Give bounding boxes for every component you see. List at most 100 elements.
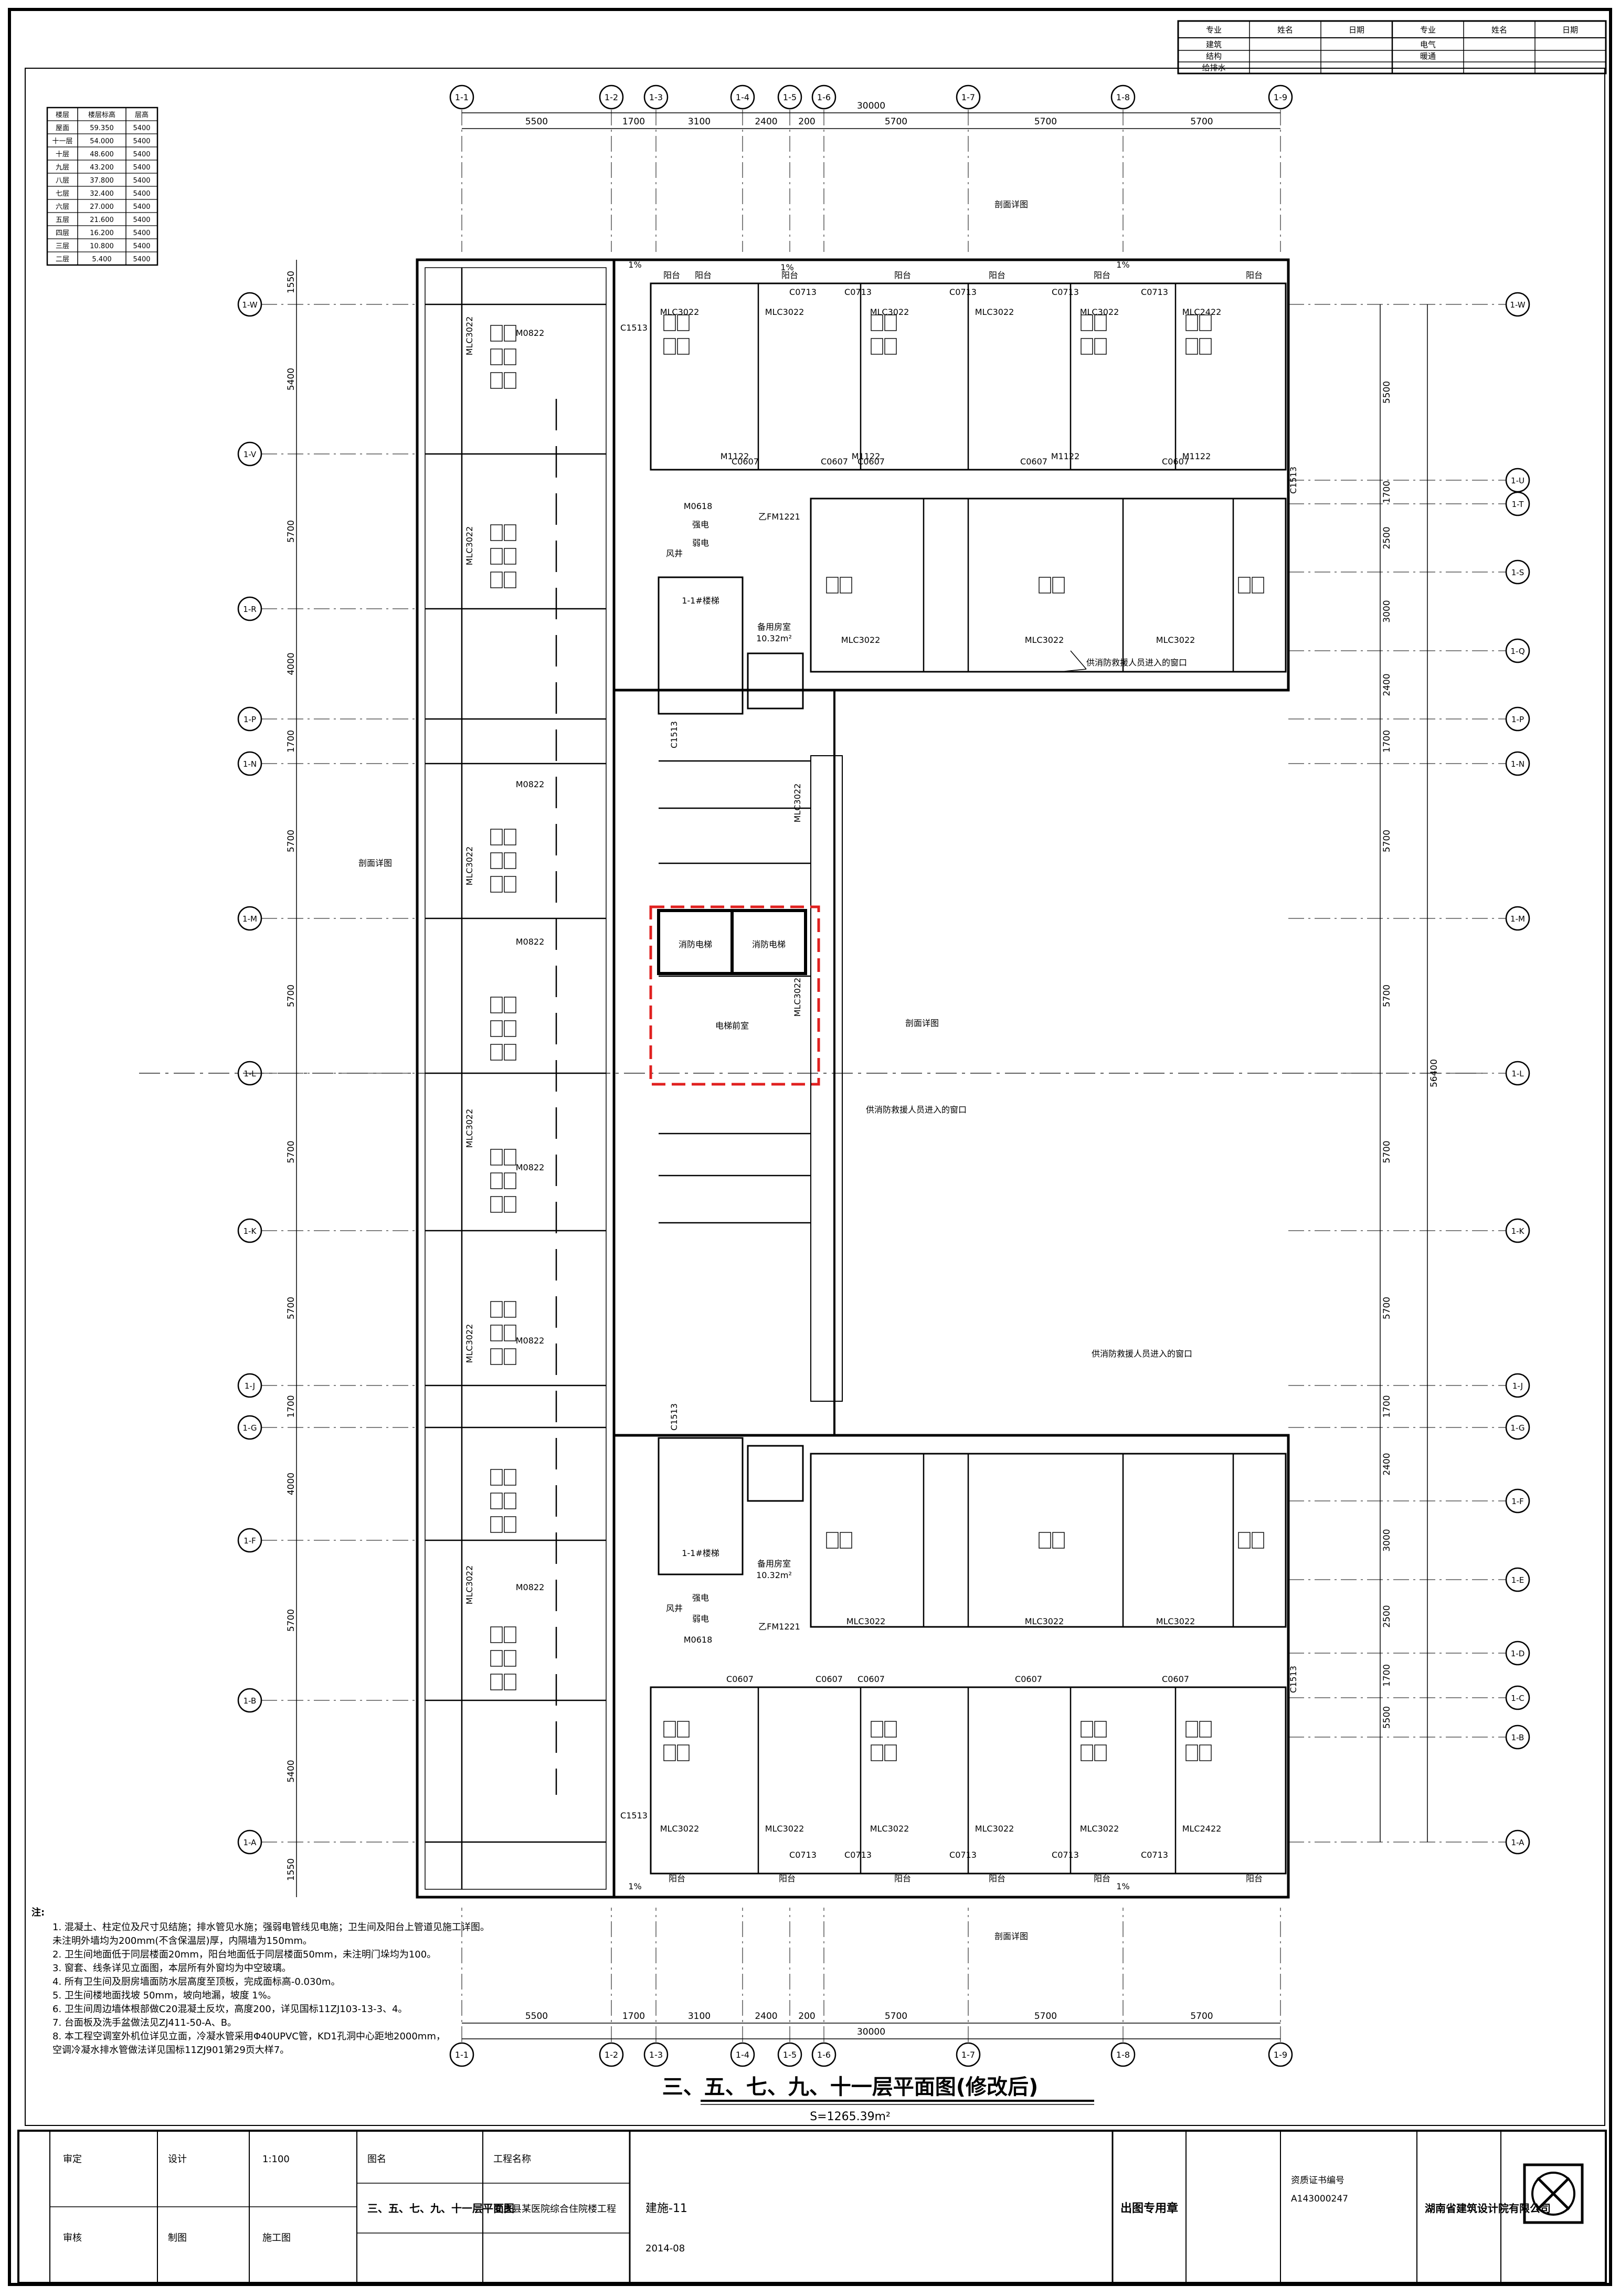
north-east-block [612, 258, 1290, 692]
grid-label: 1-P [243, 715, 256, 724]
dimension-text: 5700 [1382, 985, 1392, 1007]
dimension-text: 1700 [286, 730, 297, 753]
grid-bubble [449, 2042, 474, 2067]
room-label: 备用房室 [757, 622, 791, 632]
room-label: 阳台 [1246, 1874, 1263, 1884]
room-label: C0713 [949, 287, 977, 297]
grid-label: 1-E [1511, 1575, 1524, 1585]
rescue-window-note-3: 供消防救援人员进入的窗口 [1092, 1349, 1192, 1359]
floor-table-cell: 5400 [133, 151, 150, 158]
grid-label: 1-G [242, 1423, 257, 1433]
svg-text:注:: 注: [31, 1907, 45, 1918]
dimension-text: 5700 [1190, 2011, 1213, 2022]
dimension-text: 5500 [525, 117, 548, 127]
dimension-text: 2400 [1382, 673, 1392, 696]
dimension-text: 5700 [286, 1609, 297, 1632]
grid-label: 1-A [1511, 1838, 1525, 1847]
room-label: 阳台 [989, 270, 1005, 280]
dimension-text: 5500 [1382, 381, 1392, 404]
note-line: 4. 所有卫生间及厨房墙面防水层高度至顶板，完成面标高-0.030m。 [52, 1976, 340, 1987]
dimension-text: 2500 [1382, 526, 1392, 549]
room-label: C0607 [726, 1674, 754, 1684]
grid-bubble [599, 2042, 624, 2067]
grid-bubble [1505, 1829, 1530, 1855]
room-label: MLC3022 [464, 526, 474, 566]
grid-label: 1-9 [1274, 92, 1287, 102]
grid-label: 1-3 [649, 92, 663, 102]
grid-label: 1-7 [961, 92, 975, 102]
title-block-date: 2014-08 [645, 2243, 685, 2254]
grid-label: 1-Q [1510, 647, 1524, 656]
room-label: C1513 [1288, 1666, 1298, 1693]
grid-label: 1-8 [1116, 2050, 1130, 2060]
dimension-total: 30000 [857, 101, 885, 111]
floor-table-cell: 5400 [133, 203, 150, 211]
revision-header: 专业 [1206, 25, 1222, 35]
room-label: MLC3022 [464, 316, 474, 356]
revision-cell: 给排水 [1202, 63, 1225, 72]
room-label: 乙FM1221 [758, 1622, 800, 1632]
room-label: MLC3022 [975, 307, 1014, 317]
floor-table-cell: 5400 [133, 190, 150, 198]
room-label: M0822 [516, 1582, 545, 1592]
grid-bubble [1505, 292, 1530, 317]
room-label: 阳台 [663, 270, 680, 280]
room-label: M0822 [516, 779, 545, 789]
grid-bubble [1505, 906, 1530, 931]
dimension-text: 3000 [1382, 1529, 1392, 1551]
note-line: 1. 混凝土、柱定位及尺寸见结施；排水管见水施；强弱电管线见电施；卫生间及阳台上… [52, 1922, 490, 1933]
dimension-text: 5400 [286, 368, 297, 390]
grid-label: 1-N [243, 759, 257, 769]
dimension-text: 5700 [1034, 2011, 1057, 2022]
drawing-frame [25, 68, 1605, 2126]
room-label: M0822 [516, 1162, 545, 1172]
room-label: 10.32m² [756, 633, 792, 643]
grid-bubble [1505, 491, 1530, 516]
grid-bubble [237, 1688, 262, 1713]
floor-table-cell: 54.000 [90, 137, 114, 145]
room-label: MLC3022 [464, 847, 474, 886]
title-block-approved: 审定 [63, 2154, 82, 2165]
grid-label: 1-B [243, 1696, 257, 1706]
room-label: MLC3022 [870, 307, 909, 317]
sheet-border [8, 8, 1612, 2286]
grid-bubble [1110, 2042, 1136, 2067]
grid-bubble [730, 84, 755, 110]
floor-table-cell: 37.800 [90, 177, 114, 185]
grid-label: 1-1 [455, 92, 469, 102]
room-label: C0607 [732, 457, 759, 467]
revision-cell: 暖通 [1420, 51, 1436, 61]
revision-cell: 建筑 [1206, 40, 1222, 49]
room-label: 阳台 [894, 270, 911, 280]
room-label: MLC3022 [870, 1824, 909, 1834]
room-label: C0713 [844, 287, 872, 297]
revision-header: 日期 [1562, 25, 1578, 35]
stair-south [658, 1437, 744, 1575]
grid-bubble [730, 2042, 755, 2067]
room-label: 消防电梯 [679, 939, 712, 949]
room-label: MLC3022 [464, 1109, 474, 1148]
room-label: 1-1#楼梯 [682, 596, 719, 606]
floor-table-cell: 5400 [133, 177, 150, 185]
grid-label: 1-F [243, 1536, 256, 1546]
room-label: MLC3022 [1025, 1616, 1064, 1626]
room-label: MLC3022 [464, 1324, 474, 1363]
grid-bubble [811, 2042, 837, 2067]
grid-label: 1-9 [1274, 2050, 1287, 2060]
dimension-text: 2400 [755, 117, 777, 127]
room-label: MLC3022 [660, 1824, 700, 1834]
title-block-drawing-no: 建施-11 [645, 2202, 687, 2215]
title-block-designed: 设计 [168, 2154, 187, 2165]
room-label: 1-1#楼梯 [682, 1548, 719, 1558]
room-label: 1% [780, 262, 793, 272]
grid-bubble [599, 84, 624, 110]
title-block-project: 安乡县某医院综合住院楼工程 [493, 2204, 616, 2215]
central-core [613, 689, 835, 1436]
grid-label: 1-S [1511, 568, 1524, 577]
room-label: 阳台 [1246, 270, 1263, 280]
room-label: C0713 [1141, 1850, 1168, 1860]
grid-bubble [1505, 1415, 1530, 1440]
floor-table-cell: 59.350 [90, 124, 114, 132]
